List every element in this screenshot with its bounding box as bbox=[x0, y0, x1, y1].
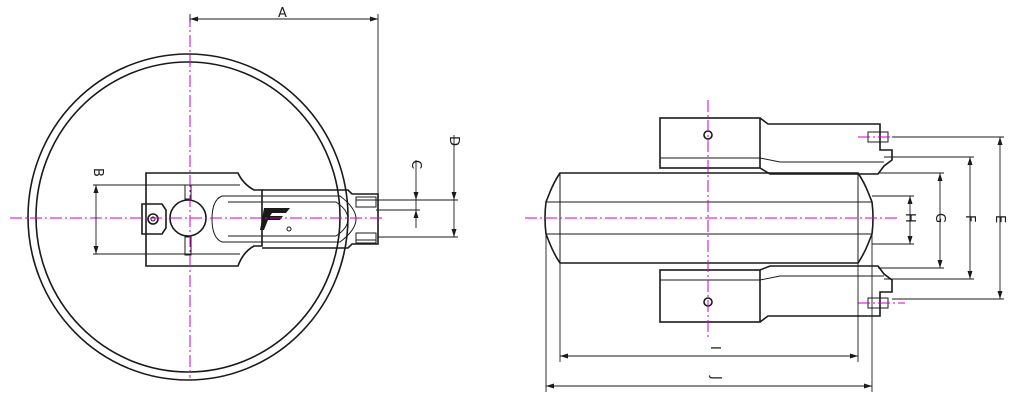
brand-logo bbox=[260, 208, 292, 232]
dim-D-label: D bbox=[446, 136, 461, 146]
bottom-mount-block bbox=[659, 269, 761, 323]
bearing-block bbox=[145, 172, 263, 267]
logo-mark bbox=[260, 208, 290, 230]
dim-G-arrow-bottom bbox=[937, 260, 943, 268]
front-view: A B C D bbox=[10, 6, 461, 381]
side-view: E F G H I J bbox=[525, 100, 1007, 392]
dim-G-arrow-top bbox=[937, 173, 943, 181]
bottom-arm bbox=[759, 265, 893, 323]
logo-registered-mark bbox=[286, 226, 292, 232]
top-arm bbox=[759, 117, 893, 175]
arm-bolt-top bbox=[355, 196, 377, 208]
dim-I-arrow-left bbox=[560, 353, 568, 359]
dim-J-arrow-left bbox=[546, 383, 554, 389]
dim-B-arrow-top bbox=[93, 185, 99, 193]
dim-A-arrow-left bbox=[190, 16, 198, 22]
dim-C-label: C bbox=[408, 160, 423, 169]
top-mount-block bbox=[659, 117, 761, 169]
grease-nipple-housing bbox=[141, 203, 167, 235]
dim-H-arrow-bottom bbox=[907, 236, 913, 244]
grease-nipple bbox=[147, 213, 159, 225]
dim-B-arrow-bottom bbox=[93, 246, 99, 254]
dim-F-label: F bbox=[962, 215, 977, 222]
dim-H-label: H bbox=[902, 213, 917, 223]
shaft-keyway-top bbox=[184, 184, 192, 200]
dim-C-arrow-bottom bbox=[413, 210, 419, 218]
dim-D-arrow-bottom bbox=[451, 229, 457, 237]
dim-A-label: A bbox=[278, 6, 287, 21]
dim-F-arrow-top bbox=[967, 157, 973, 165]
grease-nipple-inner bbox=[150, 216, 156, 222]
wheel-inner-rim bbox=[35, 61, 341, 373]
dim-I-arrow-right bbox=[850, 353, 858, 359]
dim-J-arrow-right bbox=[864, 383, 872, 389]
dim-D-arrow-top bbox=[451, 192, 457, 200]
dim-A-arrow-right bbox=[370, 16, 378, 22]
shaft-keyway-bottom bbox=[184, 236, 192, 256]
arm-slot-inner bbox=[228, 201, 349, 237]
wheel-outer-rim bbox=[27, 53, 349, 381]
bottom-arm-inner bbox=[759, 275, 884, 281]
dim-B-label: B bbox=[90, 168, 105, 177]
dim-E-arrow-top bbox=[997, 137, 1003, 145]
dim-E-arrow-bottom bbox=[997, 291, 1003, 299]
dim-I-label: I bbox=[707, 346, 722, 350]
dim-H-arrow-top bbox=[907, 196, 913, 204]
dim-G-label: G bbox=[932, 213, 947, 223]
arm bbox=[262, 189, 379, 249]
arm-bolt-bottom bbox=[355, 232, 377, 244]
dim-F-arrow-bottom bbox=[967, 271, 973, 279]
top-arm-inner bbox=[759, 157, 884, 163]
dim-C-arrow-top bbox=[413, 192, 419, 200]
arm-slot bbox=[211, 195, 357, 243]
dim-E-label: E bbox=[992, 215, 1007, 223]
dim-J-label: J bbox=[708, 375, 723, 380]
